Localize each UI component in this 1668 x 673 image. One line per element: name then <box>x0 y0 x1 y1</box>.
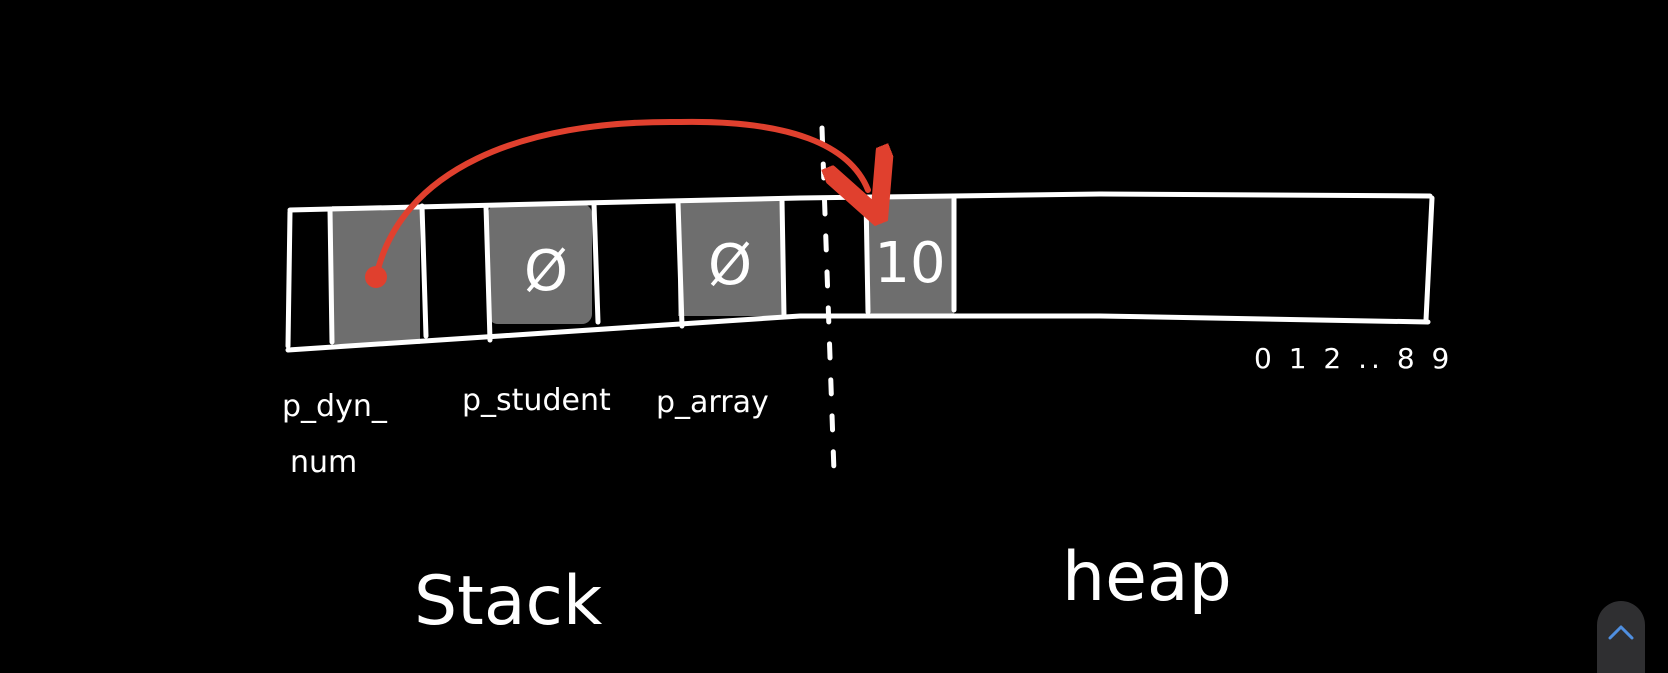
stack-heap-boundary <box>819 125 837 475</box>
stack-cell-p-array-value: Ø <box>708 233 752 298</box>
memory-strip-right-edge <box>1423 195 1435 323</box>
stack-cell-p-student <box>488 204 592 324</box>
pointer-arrow <box>373 118 868 280</box>
label-p-dyn-num-line2: num <box>290 445 357 480</box>
region-label-stack: Stack <box>414 562 603 641</box>
label-p-array: p_array <box>656 385 769 420</box>
memory-strip-left-edge <box>285 209 293 349</box>
region-label-heap: heap <box>1062 538 1232 617</box>
chevron-up-icon <box>1608 625 1634 640</box>
label-p-student: p_student <box>462 383 611 418</box>
heap-index-label: 0 1 2 .. 8 9 <box>1254 342 1453 375</box>
cell-dividers <box>327 195 957 345</box>
heap-cell-value: 10 <box>874 231 945 296</box>
label-p-dyn-num-line1: p_dyn_ <box>282 389 388 424</box>
scroll-to-top-button[interactable] <box>1597 601 1645 673</box>
stack-cell-p-array <box>678 200 784 316</box>
memory-strip-top <box>287 191 1433 213</box>
memory-strip-bottom <box>285 313 1431 353</box>
stack-cell-p-student-value: Ø <box>524 239 568 304</box>
